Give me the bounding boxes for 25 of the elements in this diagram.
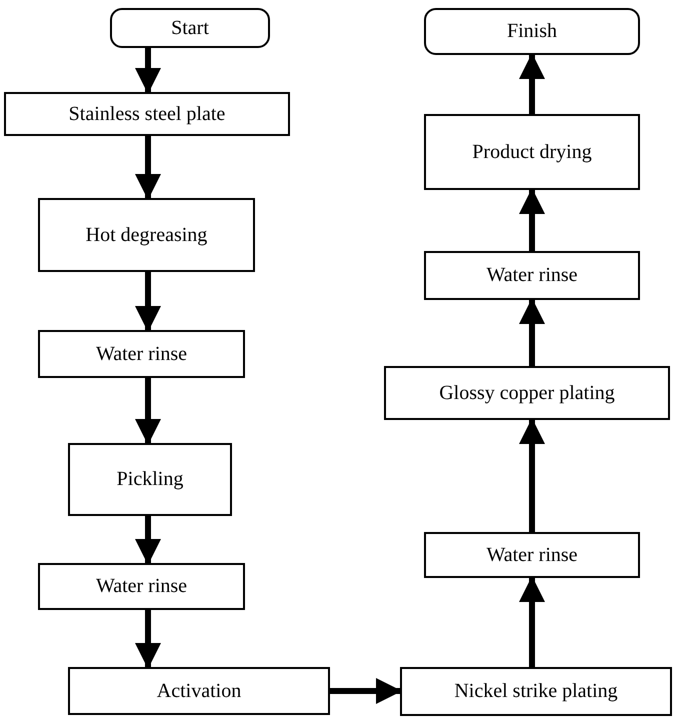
process-box: Hot degreasing [38, 198, 255, 272]
arrow [135, 610, 161, 669]
arrow [135, 272, 161, 332]
arrow [519, 418, 545, 532]
arrow [135, 136, 161, 200]
arrow [135, 516, 161, 565]
arrow [135, 378, 161, 445]
process-box: Water rinse [38, 330, 245, 378]
arrow [330, 678, 402, 704]
arrow [135, 48, 161, 94]
process-box: Water rinse [424, 532, 640, 578]
arrow [519, 298, 545, 366]
process-box: Pickling [68, 443, 232, 516]
process-box: Water rinse [38, 563, 245, 610]
arrow [519, 576, 545, 667]
process-box: Product drying [424, 114, 640, 190]
process-box: Nickel strike plating [400, 667, 672, 716]
terminal-box: Finish [424, 8, 640, 55]
process-box: Activation [68, 667, 330, 715]
terminal-box: Start [110, 8, 270, 48]
process-box: Stainless steel plate [4, 92, 290, 136]
arrow [519, 188, 545, 251]
process-box: Water rinse [424, 251, 640, 300]
process-box: Glossy copper plating [384, 366, 670, 420]
arrow [519, 53, 545, 114]
